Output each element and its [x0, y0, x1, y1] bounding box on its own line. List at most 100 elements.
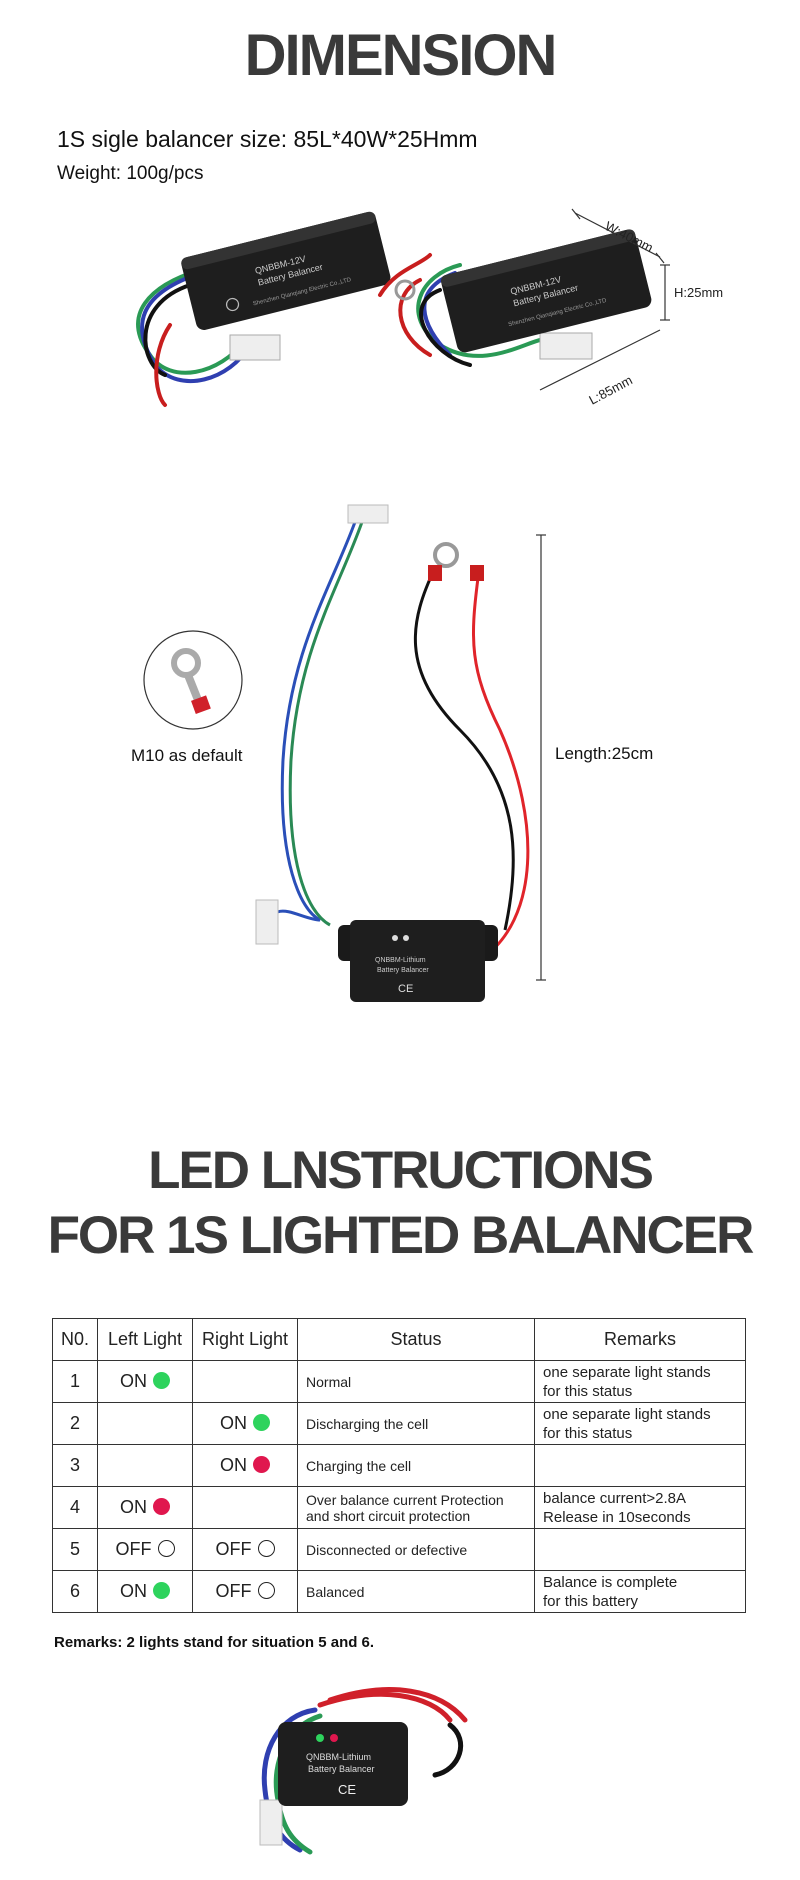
row-number: 4: [51, 1486, 99, 1529]
left-device-box: QNBBM-12V Battery Balancer Shenzhen Qian…: [181, 211, 391, 330]
left-light-cell: OFF: [97, 1528, 194, 1571]
length-line: [536, 534, 546, 981]
header-status: Status: [297, 1318, 536, 1361]
status-cell: Normal: [297, 1360, 536, 1403]
bottom-device-label: Battery Balancer: [308, 1764, 375, 1774]
right-light-cell: ON: [192, 1444, 299, 1487]
row-number: 2: [51, 1402, 99, 1445]
led-title-line1: LED LNSTRUCTIONS: [148, 1141, 654, 1200]
right-light-cell: ON: [192, 1402, 299, 1445]
remarks-line: Release in 10seconds: [543, 1508, 691, 1526]
right-ring-terminal: [394, 279, 416, 301]
left-light-text: ON: [120, 1581, 148, 1601]
status-cell: Discharging the cell: [297, 1402, 536, 1445]
off-led-indicator-icon: [257, 1582, 275, 1599]
green-led-indicator-icon: [253, 1414, 271, 1431]
ring-terminal-inset: [143, 630, 243, 730]
left-light-cell: [97, 1402, 194, 1445]
red-led-indicator-icon: [153, 1498, 171, 1515]
led-instructions-table: N0. Left Light Right Light Status Remark…: [51, 1318, 746, 1613]
left-light-text: ON: [120, 1497, 148, 1517]
row-number: 1: [51, 1360, 99, 1403]
remarks-note: Remarks: 2 lights stand for situation 5 …: [54, 1634, 375, 1651]
status-cell: Balanced: [297, 1570, 536, 1613]
remarks-line: Balance is complete: [543, 1573, 678, 1591]
header-left-light: Left Light: [97, 1318, 194, 1361]
dimension-lines: [539, 208, 670, 391]
cable-device-model: QNBBM-Lithium: [375, 957, 426, 964]
header-remarks: Remarks: [534, 1318, 746, 1361]
off-led-indicator-icon: [157, 1540, 175, 1557]
remarks-line: for this status: [543, 1424, 633, 1442]
row-number: 6: [51, 1570, 99, 1613]
row-number: 3: [51, 1444, 99, 1487]
cable-device-ce: CE: [398, 983, 413, 995]
table-row: 3 ON Charging the cell: [51, 1444, 746, 1487]
cable-device-label: Battery Balancer: [377, 967, 429, 974]
dimension-title: DIMENSION: [244, 23, 558, 88]
bottom-red-led: [330, 1734, 338, 1742]
row-number: 5: [51, 1528, 99, 1571]
dimension-product-photo: QNBBM-12V Battery Balancer Shenzhen Qian…: [136, 208, 723, 408]
status-line: Over balance current Protection: [306, 1491, 504, 1508]
weight-text: Weight: 100g/pcs: [57, 163, 204, 184]
length-label: L:85mm: [586, 372, 635, 407]
left-light-cell: ON: [97, 1570, 194, 1613]
led-title-line2: FOR 1S LIGHTED BALANCER: [47, 1206, 755, 1265]
left-device-wires: [136, 268, 252, 407]
ring-label: M10 as default: [131, 746, 243, 765]
right-device-box: QNBBM-12V Battery Balancer Shenzhen Qian…: [440, 229, 652, 353]
remarks-line: for this status: [543, 1382, 633, 1400]
top-connector: [347, 504, 389, 524]
right-light-text: OFF: [215, 1539, 252, 1559]
table-header-row: N0. Left Light Right Light Status Remark…: [51, 1318, 746, 1361]
left-light-text: ON: [120, 1371, 148, 1391]
green-led-indicator-icon: [153, 1582, 171, 1599]
bottom-device-model: QNBBM-Lithium: [306, 1752, 371, 1762]
side-connector: [255, 899, 279, 945]
remarks-line: one separate light stands: [543, 1363, 711, 1381]
right-light-text: ON: [220, 1413, 248, 1433]
cable-wires: [268, 521, 530, 962]
left-light-cell: ON: [97, 1486, 194, 1529]
status-cell: Disconnected or defective: [297, 1528, 536, 1571]
right-light-cell: OFF: [192, 1570, 299, 1613]
height-label: H:25mm: [674, 285, 723, 300]
remarks-cell: [534, 1528, 746, 1571]
bottom-device-box: [278, 1722, 408, 1806]
right-connector: [539, 332, 593, 360]
bottom-connector: [259, 1799, 283, 1846]
off-led-indicator-icon: [257, 1540, 275, 1557]
status-cell: Charging the cell: [297, 1444, 536, 1487]
right-light-text: OFF: [215, 1581, 252, 1601]
cable-diagram: M10 as default QNBBM-Lithium Battery Bal…: [131, 504, 653, 1002]
bottom-device-ce: CE: [338, 1782, 356, 1797]
black-ring-terminal: [433, 542, 459, 568]
red-fork-crimp: [470, 565, 484, 581]
bottom-product-photo: QNBBM-Lithium Battery Balancer CE: [259, 1687, 468, 1855]
status-line: and short circuit protection: [306, 1507, 471, 1524]
right-light-cell: [192, 1486, 299, 1529]
right-light-cell: [192, 1360, 299, 1403]
left-light-cell: [97, 1444, 194, 1487]
remarks-line: one separate light stands: [543, 1405, 711, 1423]
right-light-cell: OFF: [192, 1528, 299, 1571]
cable-device-box: QNBBM-Lithium Battery Balancer CE: [338, 920, 498, 1002]
left-light-cell: ON: [97, 1360, 194, 1403]
remarks-line: for this battery: [543, 1592, 639, 1610]
header-no: N0.: [51, 1318, 99, 1361]
right-light-text: ON: [220, 1455, 248, 1475]
left-connector: [229, 334, 281, 361]
bottom-green-led: [316, 1734, 324, 1742]
